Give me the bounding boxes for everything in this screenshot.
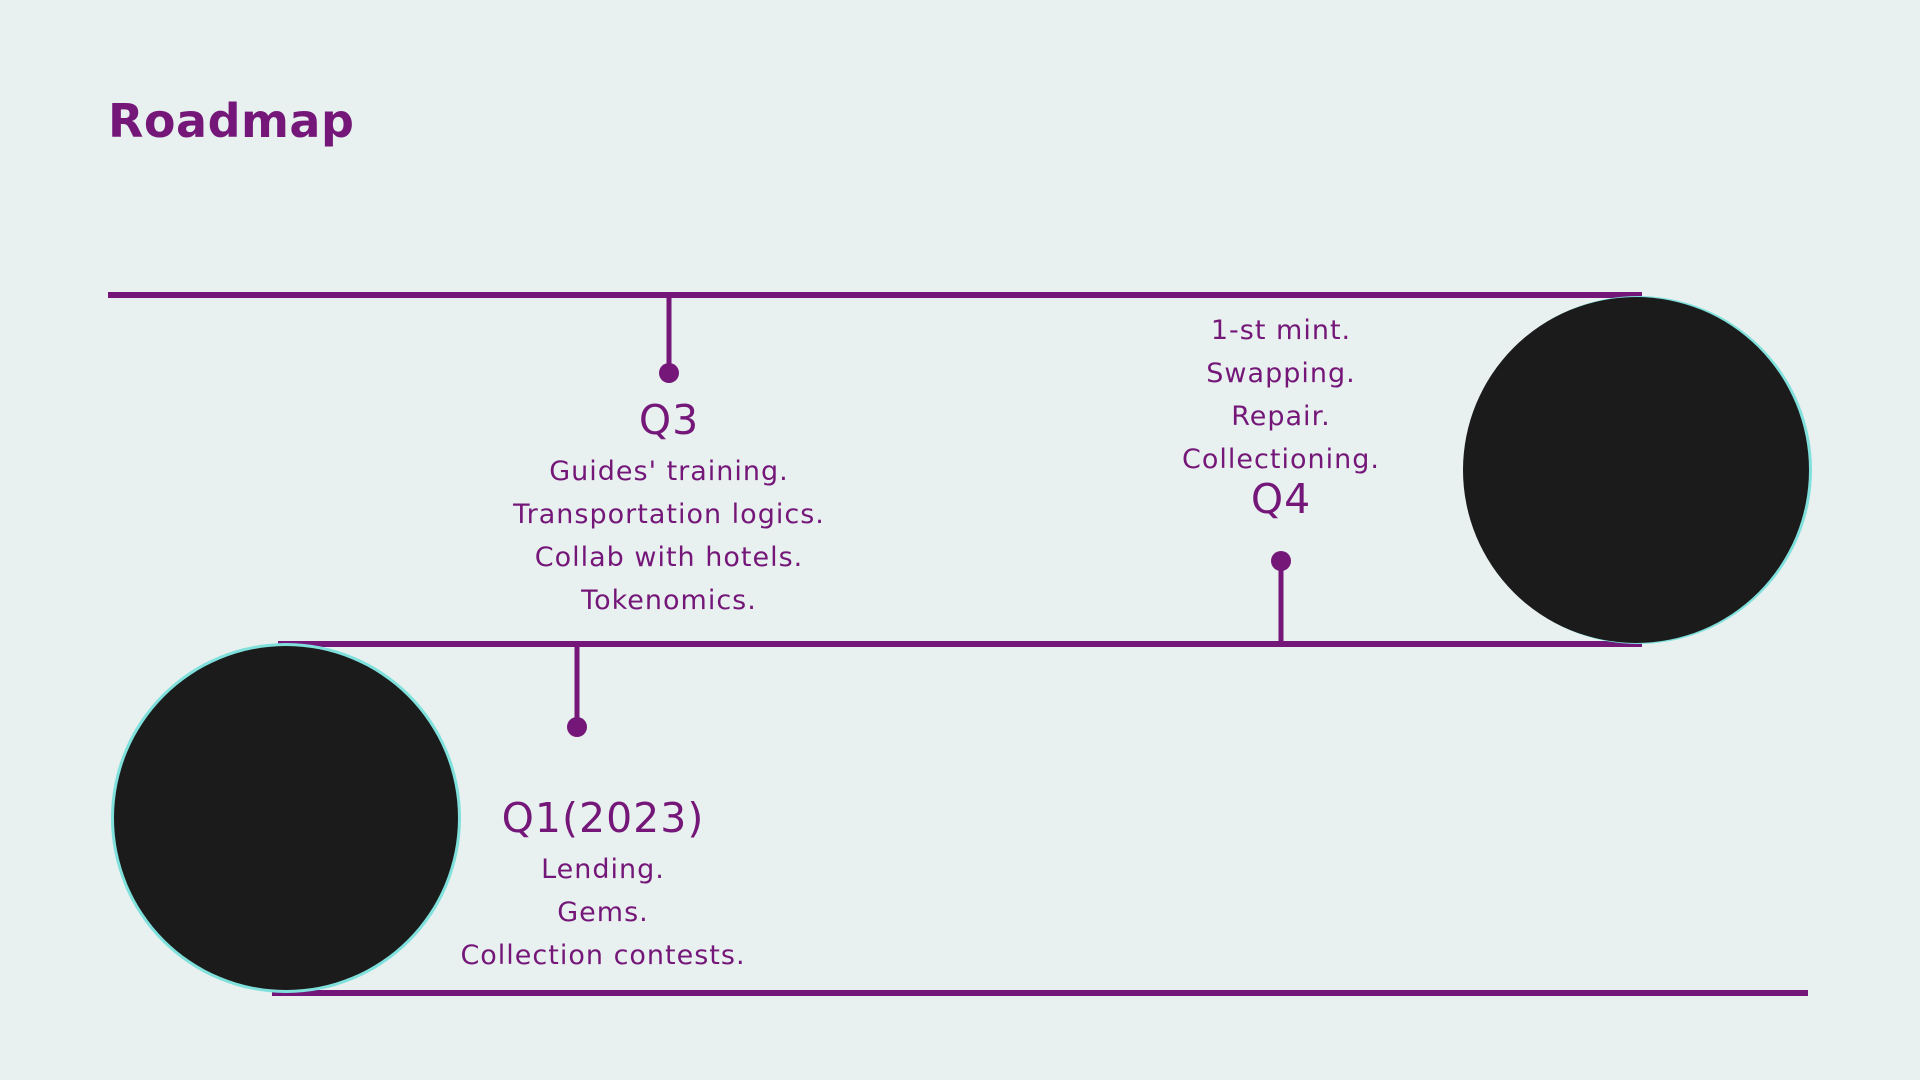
milestone-q1-2023: Q1(2023) Lending. Gems. Collection conte… <box>423 794 783 977</box>
milestone-item: Tokenomics. <box>581 585 757 616</box>
milestone-items: 1-st mint. Swapping. Repair. Collectioni… <box>1101 309 1461 481</box>
pin-q4 <box>1271 551 1291 644</box>
pin-q3 <box>659 295 679 383</box>
milestone-item: Collectioning. <box>1182 444 1380 475</box>
milestone-item: 1-st mint. <box>1210 315 1352 346</box>
milestone-items: Lending. Gems. Collection contests. <box>423 848 783 977</box>
milestone-item: Swapping. <box>1206 358 1356 389</box>
milestone-item: Guides' training. <box>549 456 789 487</box>
milestone-item: Lending. <box>541 854 665 885</box>
quarter-label: Q1(2023) <box>501 794 705 842</box>
milestone-item: Collab with hotels. <box>534 542 804 573</box>
milestone-items: Guides' training. Transportation logics.… <box>469 450 869 622</box>
page-title: Roadmap <box>108 94 355 148</box>
milestone-item: Repair. <box>1231 401 1331 432</box>
quarter-label: Q4 <box>1250 475 1312 523</box>
milestone-q4: 1-st mint. Swapping. Repair. Collectioni… <box>1101 309 1461 523</box>
milestone-item: Collection contests. <box>460 940 746 971</box>
turn-node-right <box>1463 296 1812 644</box>
quarter-label: Q3 <box>638 396 700 444</box>
milestone-item: Transportation logics. <box>513 499 825 530</box>
milestone-item: Gems. <box>557 897 649 928</box>
milestone-q3: Q3 Guides' training. Transportation logi… <box>469 396 869 622</box>
turn-node-left <box>111 643 461 993</box>
pin-q1 <box>567 644 587 737</box>
